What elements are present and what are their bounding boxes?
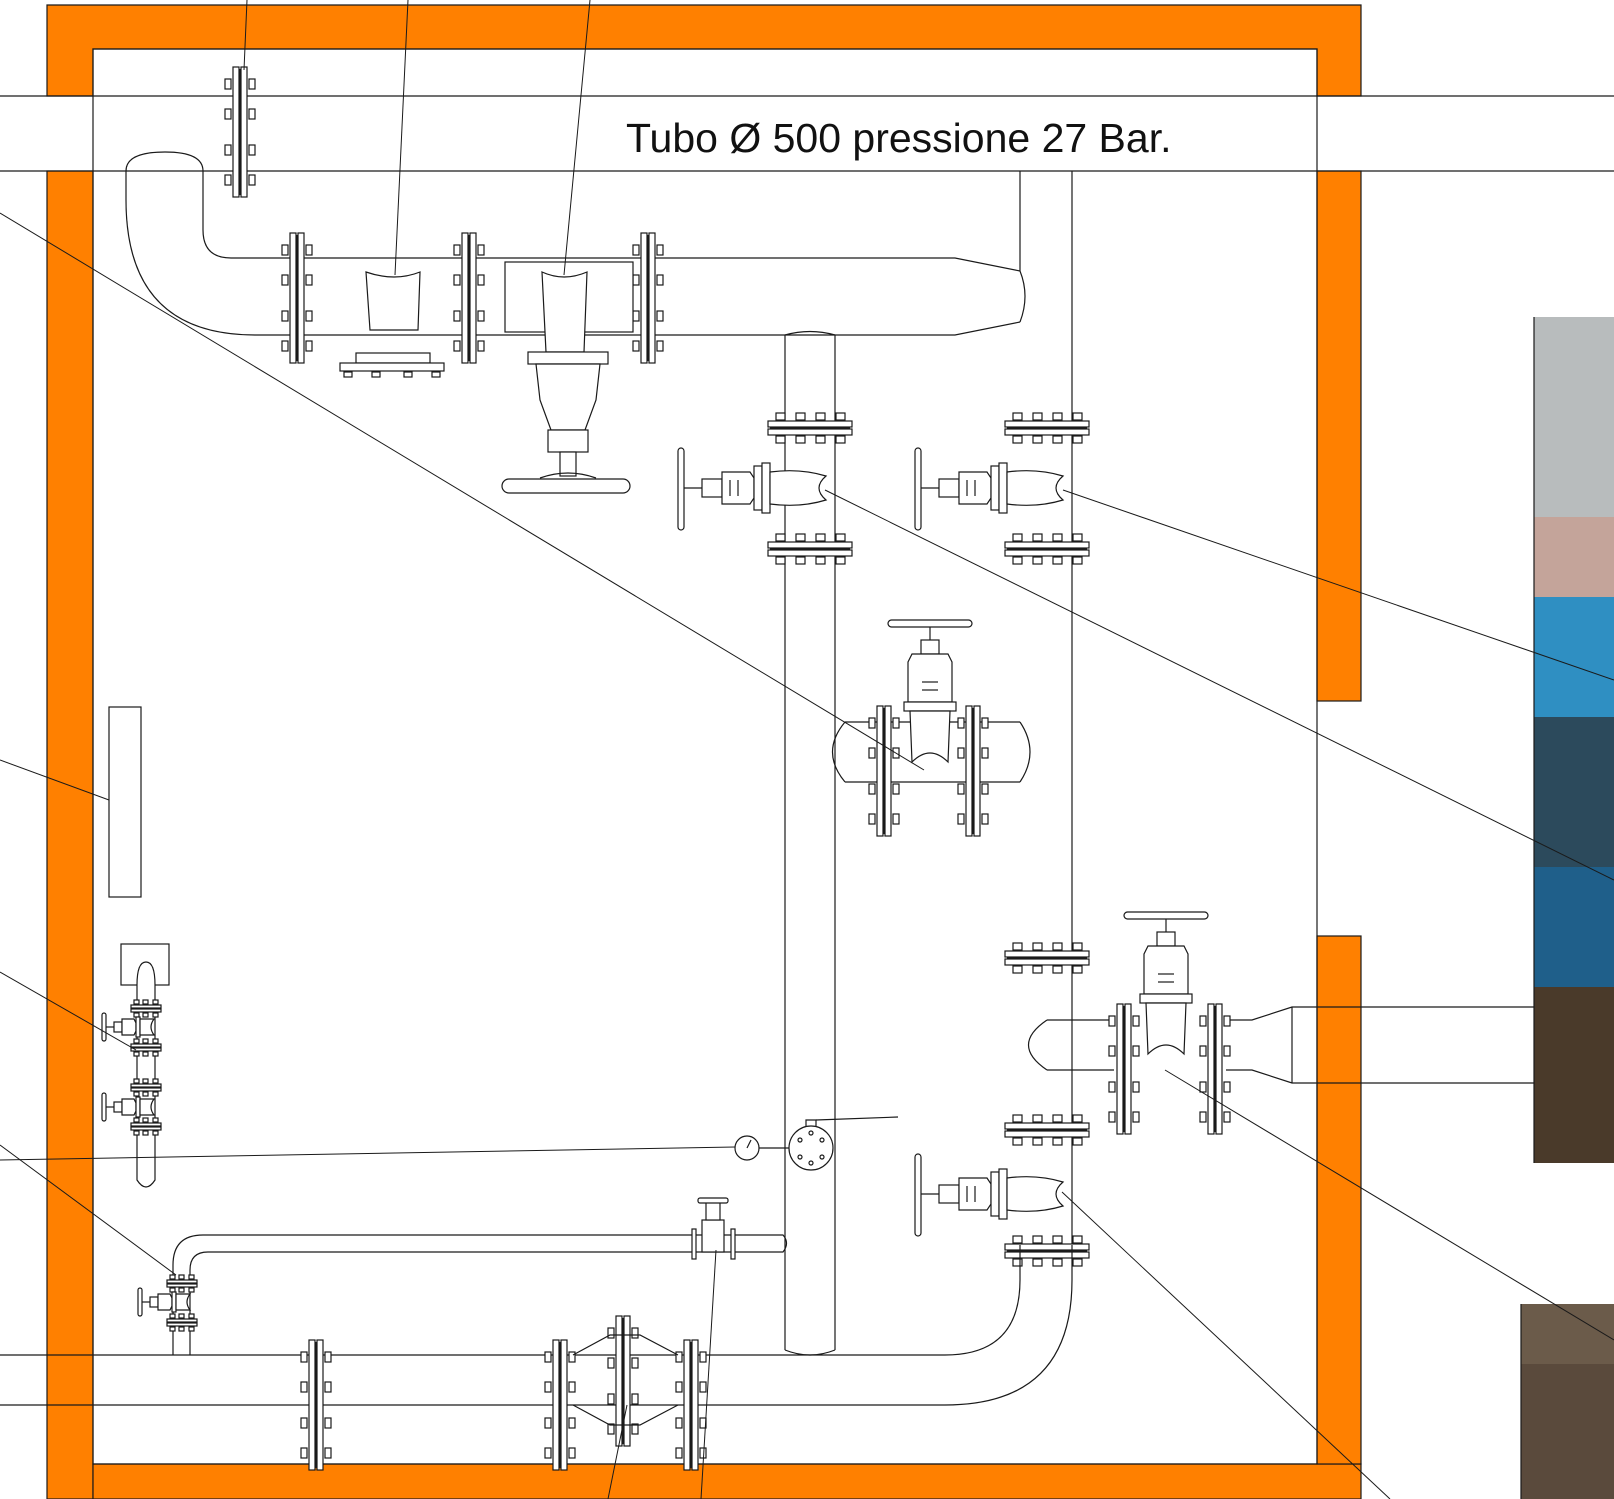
chamber-wall-right-upper [1316, 170, 1362, 702]
flange-joint-icon [767, 533, 853, 565]
ball-valve-icon [788, 1116, 899, 1171]
flange-joint-icon [1004, 412, 1090, 444]
flange-joint-icon [130, 1078, 162, 1097]
flange-joint-icon [453, 232, 485, 364]
flange-joint-icon [1004, 1235, 1090, 1267]
gate-valve-icon [1123, 911, 1209, 1055]
flange-joint-icon [1108, 1003, 1140, 1135]
flange-joint-icon [767, 412, 853, 444]
gate-valve-icon [914, 447, 1064, 531]
flange-joint-icon [130, 999, 162, 1018]
bottom-pipe [0, 1245, 1073, 1406]
upper-branch-pipe [125, 151, 1073, 1245]
instrument-panel [108, 706, 142, 898]
flange-joint-icon [166, 1274, 198, 1293]
expansion-joint [572, 1334, 679, 1426]
flange-joint-icon [1004, 533, 1090, 565]
flange-joint-icon [957, 705, 989, 837]
gate-valve-icon [887, 619, 973, 763]
small-instrument-pipe [120, 943, 170, 1188]
photo-inset-excavation [1520, 1304, 1614, 1499]
chamber-wall-bottom [92, 1463, 1362, 1499]
gate-valve-icon [914, 1153, 1064, 1237]
pressure-gauge-icon [734, 1135, 790, 1161]
main-pipe-dn500 [0, 95, 1614, 172]
dismantling-joint [339, 271, 445, 378]
flange-joint-icon [1004, 942, 1090, 974]
flange-joint-icon [130, 1117, 162, 1136]
air-valve [691, 1197, 736, 1260]
flange-joint-icon [166, 1313, 198, 1332]
flange-joint-icon [632, 232, 664, 364]
chamber-wall-left [46, 170, 94, 1499]
flange-joint-icon [130, 1038, 162, 1057]
flange-joint-icon [1004, 1114, 1090, 1146]
flange-joint-icon [868, 705, 900, 837]
gate-valve-icon [677, 447, 827, 531]
small-drain-pipe [172, 1234, 788, 1355]
chamber-wall [46, 4, 1362, 1499]
chamber-inner-outline [92, 48, 1318, 1465]
main-pipe-label: Tubo Ø 500 pressione 27 Bar. [626, 115, 1172, 161]
flange-joint-icon [281, 232, 313, 364]
photo-inset-gate-valve [1533, 317, 1614, 1163]
outlet-pipe [1028, 1006, 1534, 1084]
gate-valve-icon [501, 261, 634, 494]
flange-joint-icon [1199, 1003, 1231, 1135]
flange-joint-icon [224, 66, 256, 198]
chamber-wall-right-lower [1316, 935, 1362, 1465]
